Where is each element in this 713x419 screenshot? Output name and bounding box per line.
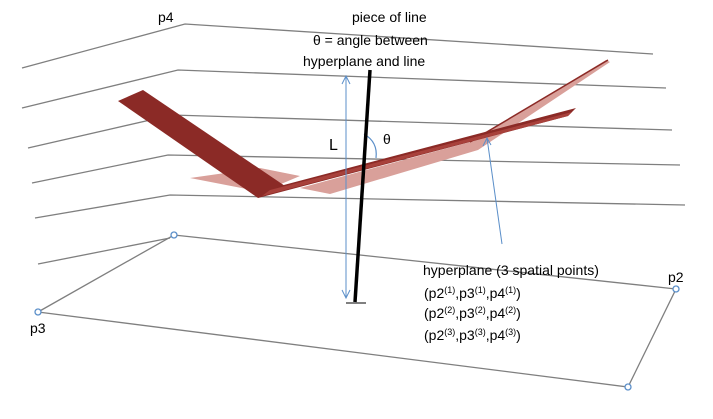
point-front: [624, 383, 632, 391]
hyperplane-right-highlight: [262, 112, 572, 196]
plane-line-2: [21, 69, 667, 109]
hyperplane-pointer-arrow: [482, 136, 503, 245]
plane-line-6: [37, 237, 171, 265]
corner-points: [34, 231, 680, 391]
point-p2: [672, 285, 680, 293]
tuple-1: (p2(1),p3(1),p4(1)): [424, 285, 521, 301]
point-p3: [34, 308, 42, 316]
title-line-3: hyperplane and line: [303, 53, 425, 69]
label-theta: θ: [383, 131, 391, 147]
plane-line-5: [34, 194, 686, 219]
label-p2: p2: [668, 269, 684, 285]
tuple-3: (p2(3),p3(3),p4(3)): [424, 327, 521, 343]
label-p3: p3: [30, 320, 46, 336]
tuple-list: (p2(1),p3(1),p4(1)) (p2(2),p3(2),p4(2)) …: [424, 285, 521, 343]
label-p4: p4: [158, 9, 174, 25]
point-back: [170, 231, 178, 239]
hyperplane-shape: [118, 59, 610, 198]
title-line-2: θ = angle between: [313, 32, 428, 48]
hyperplane-left-wing: [118, 90, 288, 198]
hyperplane-title: hyperplane (3 spatial points): [423, 262, 599, 278]
label-L: L: [329, 137, 338, 154]
hyperplane-light-right: [300, 60, 610, 194]
title-line-1: piece of line: [352, 9, 427, 25]
stacked-planes: [21, 23, 686, 388]
piece-of-line: [353, 69, 372, 303]
tuple-2: (p2(2),p3(2),p4(2)): [424, 305, 521, 321]
length-arrow: [341, 74, 351, 300]
plane-line-3: [27, 114, 673, 149]
plane-line-1: [21, 23, 654, 69]
hyperplane-thin-edge: [469, 59, 609, 143]
plane-line-4: [31, 154, 681, 184]
